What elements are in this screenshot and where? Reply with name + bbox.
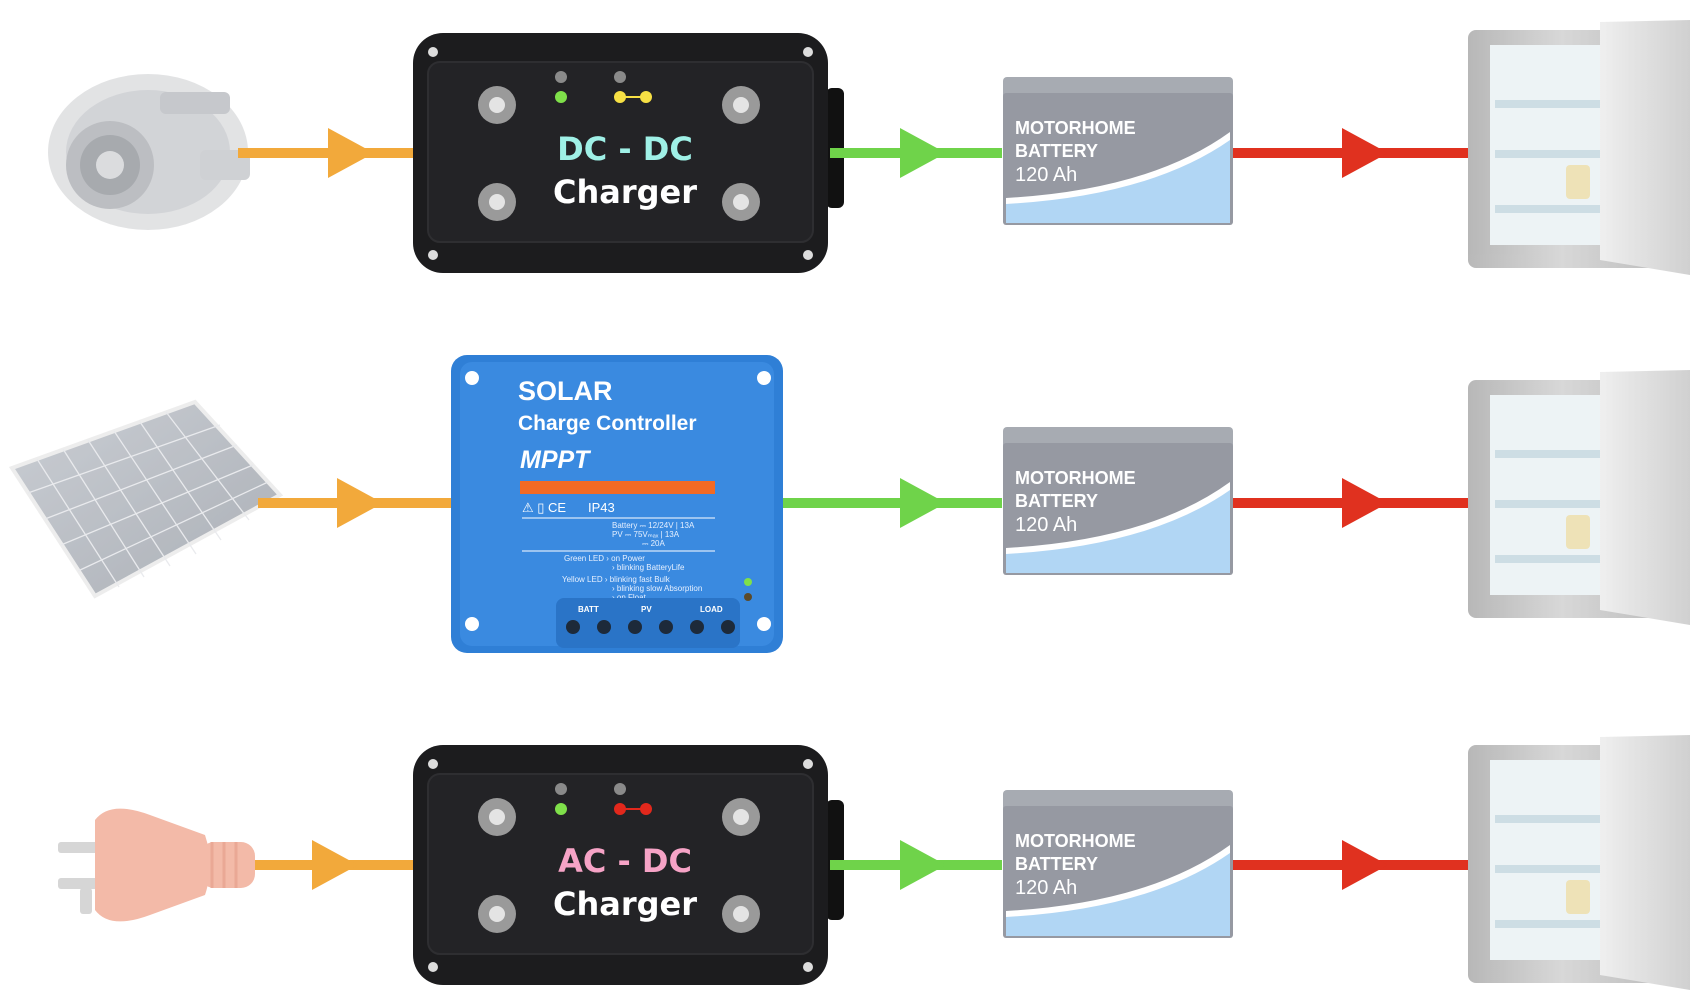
spec-line-3: ⎓ 20A	[642, 539, 666, 548]
fridge-icon	[1468, 735, 1690, 990]
svg-text:⚠ ▯ CE: ⚠ ▯ CE	[522, 500, 566, 515]
battery-label-line1: MOTORHOME	[1015, 118, 1136, 138]
output-arrow-3	[830, 840, 1002, 890]
battery-label-line1: MOTORHOME	[1015, 468, 1136, 488]
terminal-label-load: LOAD	[700, 605, 723, 614]
spec-line-1: Battery ⎓ 12/24V | 13A	[612, 521, 695, 530]
led-line-4: › blinking slow Absorption	[612, 584, 702, 593]
load-arrow-2	[1233, 478, 1468, 528]
row-solar: SOLAR Charge Controller MPPT ⚠ ▯ CE IP43…	[8, 355, 1690, 653]
led-line-5: › on Float	[612, 593, 647, 602]
charger-title-line1: DC - DC	[557, 130, 693, 168]
power-plug-icon	[58, 808, 255, 922]
led-line-2: › blinking BatteryLife	[612, 563, 685, 572]
battery-capacity: 120 Ah	[1015, 877, 1077, 899]
battery-label-line2: BATTERY	[1015, 854, 1098, 874]
load-arrow-3	[1233, 840, 1468, 890]
battery-2: MOTORHOME BATTERY 120 Ah	[1003, 427, 1233, 575]
output-arrow-1	[830, 128, 1002, 178]
controller-model: MPPT	[520, 446, 592, 474]
controller-green-led	[744, 578, 752, 586]
battery-1: MOTORHOME BATTERY 120 Ah	[1003, 77, 1233, 225]
charger-title-line2: Charger	[553, 885, 697, 923]
battery-capacity: 120 Ah	[1015, 164, 1077, 186]
battery-capacity: 120 Ah	[1015, 514, 1077, 536]
spec-line-2: PV ⎓ 75Vₘₐₓ | 13A	[612, 530, 680, 539]
input-arrow-1	[238, 128, 413, 178]
row-ac-dc: AC - DC Charger MOTORHOME BATTERY 120 Ah	[58, 735, 1690, 990]
row-dc-dc: DC - DC Charger MOTORHOME BATTERY 120 Ah	[48, 20, 1690, 275]
alternator-icon	[48, 74, 250, 230]
controller-subtitle: Charge Controller	[518, 412, 697, 435]
battery-label-line2: BATTERY	[1015, 491, 1098, 511]
solar-panel-icon	[8, 399, 284, 599]
charger-title-line1: AC - DC	[558, 842, 692, 880]
controller-yellow-led	[744, 593, 752, 601]
dc-dc-charger: DC - DC Charger	[413, 33, 844, 273]
controller-stripe	[520, 481, 715, 494]
battery-label-line1: MOTORHOME	[1015, 831, 1136, 851]
fridge-icon	[1468, 20, 1690, 275]
solar-charge-controller: SOLAR Charge Controller MPPT ⚠ ▯ CE IP43…	[451, 355, 783, 653]
ac-dc-charger: AC - DC Charger	[413, 745, 844, 985]
fridge-icon	[1468, 370, 1690, 625]
battery-3: MOTORHOME BATTERY 120 Ah	[1003, 790, 1233, 938]
load-arrow-1	[1233, 128, 1468, 178]
led-line-3: Yellow LED › blinking fast Bulk	[562, 575, 671, 584]
controller-title: SOLAR	[518, 376, 613, 406]
terminal-label-batt: BATT	[578, 605, 599, 614]
controller-rating: IP43	[588, 500, 615, 515]
led-line-1: Green LED › on Power	[564, 554, 645, 563]
charger-title-line2: Charger	[553, 173, 697, 211]
output-arrow-2	[783, 478, 1002, 528]
input-arrow-2	[258, 478, 453, 528]
input-arrow-3	[255, 840, 413, 890]
terminal-label-pv: PV	[641, 605, 652, 614]
battery-label-line2: BATTERY	[1015, 141, 1098, 161]
